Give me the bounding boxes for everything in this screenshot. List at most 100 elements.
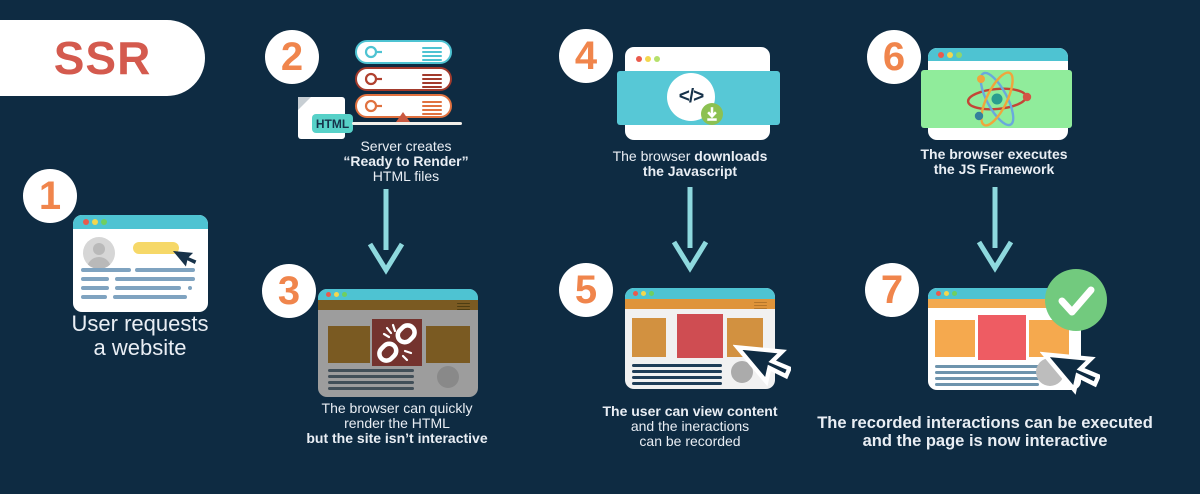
avatar-body xyxy=(87,257,111,269)
text-line xyxy=(113,295,187,299)
caption-line: the JS Framework xyxy=(933,161,1055,177)
step-number-label: 5 xyxy=(574,267,598,312)
text-line xyxy=(115,277,195,281)
menu-lines-icon xyxy=(422,100,442,116)
browser-window-step5 xyxy=(625,288,775,389)
window-dot-yellow xyxy=(641,291,646,296)
window-dot-green xyxy=(342,292,347,297)
connector-marker xyxy=(396,112,410,122)
html-badge-label: HTML xyxy=(315,116,350,131)
hero-block xyxy=(677,314,723,358)
step-4-caption: The browser downloads the Javascript xyxy=(570,149,810,179)
window-dot-yellow xyxy=(944,291,949,296)
content-block xyxy=(426,326,470,363)
caption-line: render the HTML xyxy=(344,415,450,431)
text-line xyxy=(935,383,1039,386)
broken-link-icon xyxy=(377,323,417,363)
cursor-icon xyxy=(172,250,197,267)
window-dot-green xyxy=(956,51,962,58)
text-line xyxy=(328,387,414,390)
text-line xyxy=(935,365,1039,368)
avatar xyxy=(83,237,115,269)
step-1-caption: User requests a website xyxy=(20,312,260,360)
step-number-label: 1 xyxy=(38,173,62,218)
search-pill xyxy=(133,242,179,254)
caption-part: The browser xyxy=(612,148,695,164)
html-badge: HTML xyxy=(312,114,353,133)
window-dot-yellow xyxy=(92,219,98,225)
browser-window-step1 xyxy=(73,215,208,312)
server-row-darkred xyxy=(355,67,452,91)
window-dot-green xyxy=(649,291,654,296)
broken-link-tile xyxy=(372,319,422,366)
caption-line: The browser downloads xyxy=(570,149,810,164)
step-7-number: 7 xyxy=(865,263,919,317)
text-line xyxy=(81,286,109,290)
step-7-caption: The recorded interactions can be execute… xyxy=(785,414,1185,450)
browser-titlebar xyxy=(928,288,1081,299)
caption-line: can be recorded xyxy=(639,433,741,449)
download-icon xyxy=(701,103,723,125)
text-line xyxy=(328,369,414,372)
caption-line: The browser executes xyxy=(920,146,1068,162)
server-row-teal xyxy=(355,40,452,64)
browser-navbar xyxy=(625,299,775,309)
menu-lines-icon xyxy=(422,46,442,62)
text-line xyxy=(632,370,722,373)
caption-line: but the site isn’t interactive xyxy=(306,430,488,446)
down-arrow xyxy=(671,187,709,273)
content-block xyxy=(632,318,666,357)
window-dot-red xyxy=(633,291,638,296)
browser-navbar xyxy=(318,300,478,310)
window-dot-green xyxy=(654,56,660,62)
step-3-caption: The browser can quickly render the HTML … xyxy=(277,401,517,446)
window-dot-red xyxy=(938,51,944,58)
browser-titlebar xyxy=(73,215,208,229)
check-icon xyxy=(1045,269,1107,331)
step-4-number: 4 xyxy=(559,29,613,83)
step-number-label: 2 xyxy=(280,34,304,79)
text-line xyxy=(632,364,722,367)
text-line xyxy=(135,268,195,272)
caption-line: and the ineractions xyxy=(630,418,750,434)
title-pill: SSR xyxy=(0,20,205,96)
window-dot-red xyxy=(636,56,642,62)
step-number-label: 4 xyxy=(574,33,598,78)
text-line xyxy=(81,268,131,272)
step-1-number: 1 xyxy=(23,169,77,223)
content-block xyxy=(328,326,370,363)
page-fold xyxy=(298,97,311,110)
browser-navbar xyxy=(928,299,1081,308)
hero-block xyxy=(978,315,1026,360)
down-arrow xyxy=(367,189,405,275)
media-circle xyxy=(731,361,753,383)
window-dot-red xyxy=(326,292,331,297)
text-line xyxy=(328,375,414,378)
cursor-icon xyxy=(1040,351,1100,395)
atom-icon xyxy=(966,71,1032,127)
step-5-caption: The user can view content and the inerac… xyxy=(570,404,810,449)
caption-line: “Ready to Render” xyxy=(343,153,469,169)
window-dot-yellow xyxy=(645,56,651,62)
window-dot-yellow xyxy=(947,51,953,58)
browser-titlebar xyxy=(318,289,478,300)
window-dot-green xyxy=(952,291,957,296)
caption-line: The recorded interactions can be execute… xyxy=(817,414,1153,432)
content-block xyxy=(935,320,975,357)
caption-line: The user can view content xyxy=(602,403,778,419)
caption-line: the Javascript xyxy=(642,163,738,179)
magnifier-icon xyxy=(364,72,382,86)
text-line-dot xyxy=(188,286,192,290)
caption-line: Server creates xyxy=(360,138,452,154)
window-dot-green xyxy=(101,219,107,225)
window-dot-red xyxy=(83,219,89,225)
browser-titlebar xyxy=(928,48,1068,61)
caption-line: and the page is now interactive xyxy=(862,432,1108,450)
page-title: SSR xyxy=(53,32,152,84)
connector-line xyxy=(352,122,462,125)
text-line xyxy=(115,286,181,290)
window-dot-yellow xyxy=(334,292,339,297)
magnifier-icon xyxy=(364,45,382,59)
menu-lines-icon xyxy=(422,73,442,89)
